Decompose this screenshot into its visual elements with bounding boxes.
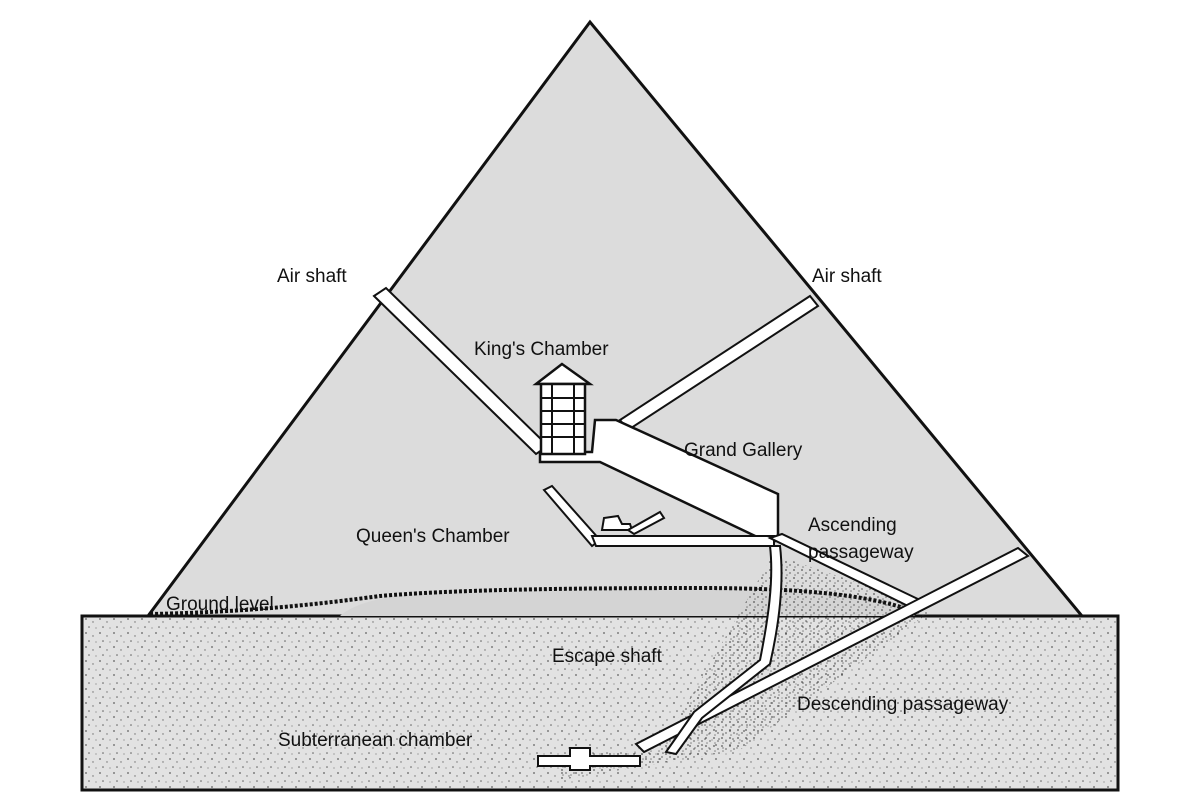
label-kings-chamber: King's Chamber bbox=[474, 339, 609, 360]
label-queens-chamber: Queen's Chamber bbox=[356, 526, 510, 547]
subterranean-chamber bbox=[537, 747, 641, 771]
label-descending-passageway: Descending passageway bbox=[797, 694, 1009, 715]
label-ground-level: Ground level bbox=[166, 594, 274, 615]
label-grand-gallery: Grand Gallery bbox=[684, 440, 803, 461]
label-subterranean-chamber: Subterranean chamber bbox=[278, 730, 473, 751]
queens-chamber bbox=[542, 484, 775, 548]
label-escape-shaft: Escape shaft bbox=[552, 646, 663, 667]
escape-shaft bbox=[664, 545, 783, 756]
label-ascending-2: passageway bbox=[808, 542, 914, 563]
passage-speckle bbox=[560, 560, 930, 780]
label-air-shaft-right: Air shaft bbox=[812, 266, 882, 287]
descending-passageway bbox=[634, 546, 1030, 754]
label-air-shaft-left: Air shaft bbox=[277, 266, 347, 287]
kings-chamber bbox=[532, 362, 594, 456]
label-ascending-1: Ascending bbox=[808, 515, 897, 536]
